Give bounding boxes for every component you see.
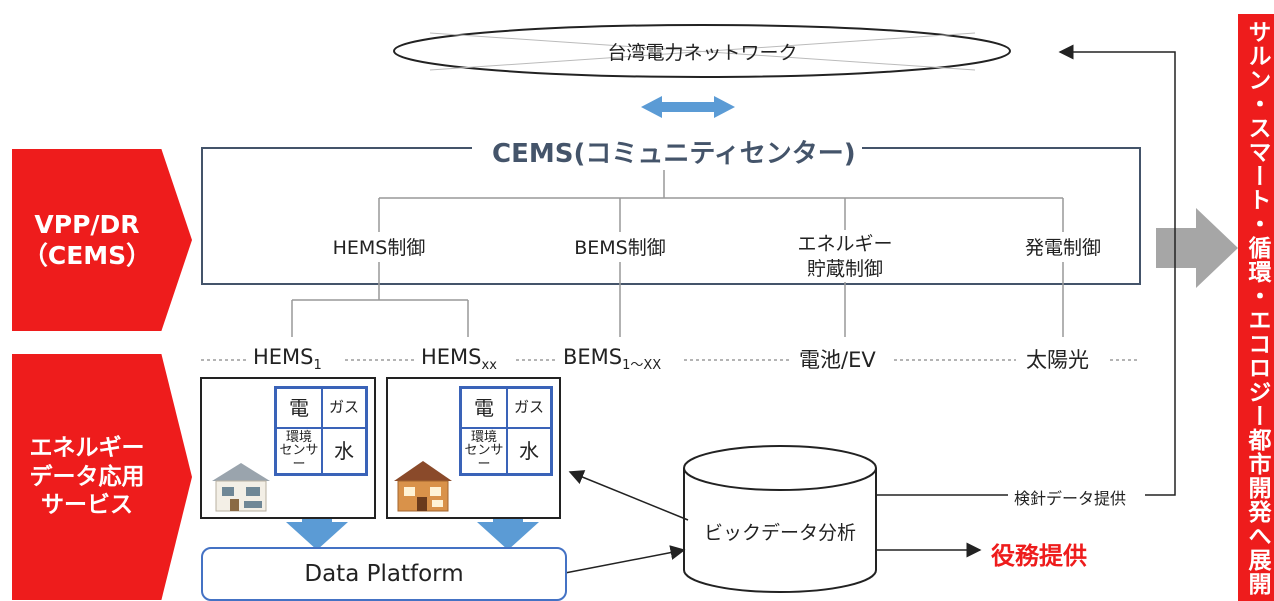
control-bems: BEMS制御 (574, 237, 666, 259)
grid-water: 水 (507, 428, 551, 474)
house-icon (212, 463, 270, 512)
double-arrow-icon (641, 96, 735, 118)
device-hemsxx: HEMSxx (421, 345, 497, 374)
energy-data-banner: エネルギー データ応用 サービス (12, 354, 192, 600)
grid-electric: 電 (276, 388, 322, 428)
grid-gas: ガス (322, 388, 366, 428)
house-panel-2: 電 ガス 環境 センサー 水 (386, 377, 561, 519)
device-battery: 電池/EV (799, 348, 876, 372)
data-platform-box: Data Platform (201, 547, 567, 601)
house-panel-1: 電 ガス 環境 センサー 水 (200, 377, 376, 519)
grid-env-sensor: 環境 センサー (276, 428, 322, 474)
right-vertical-banner: サルン・スマート・循環・エコロジー都市開発へ展開 (1238, 14, 1274, 601)
bigdata-label: ビックデータ分析 (703, 522, 856, 544)
control-generation: 発電制御 (1024, 237, 1101, 259)
control-storage: エネルギー 貯蔵制御 (797, 233, 893, 280)
device-hems1: HEMS1 (253, 345, 322, 374)
meter-data-label: 検針データ提供 (1014, 489, 1127, 508)
cems-title: CEMS(コミュニティセンター) (486, 133, 862, 170)
grid-water: 水 (322, 428, 366, 474)
device-bems: BEMS1～XX (563, 345, 662, 374)
house-icon (394, 461, 452, 512)
service-label: 役務提供 (991, 542, 1087, 570)
device-solar: 太陽光 (1026, 348, 1089, 372)
bigdata-cylinder (683, 468, 877, 593)
cems-frame (201, 147, 1141, 285)
down-arrow-icon (477, 500, 539, 550)
grid-env-sensor: 環境 センサー (461, 428, 507, 474)
gray-arrow-icon (1156, 208, 1238, 288)
vpp-banner: VPP/DR （CEMS） (12, 149, 192, 331)
grid-gas: ガス (507, 388, 551, 428)
utility-grid: 電 ガス 環境 センサー 水 (274, 386, 368, 476)
utility-grid: 電 ガス 環境 センサー 水 (459, 386, 553, 476)
grid-electric: 電 (461, 388, 507, 428)
network-label: 台湾電力ネットワーク (607, 42, 798, 64)
down-arrow-icon (286, 500, 348, 550)
control-hems: HEMS制御 (332, 237, 426, 259)
